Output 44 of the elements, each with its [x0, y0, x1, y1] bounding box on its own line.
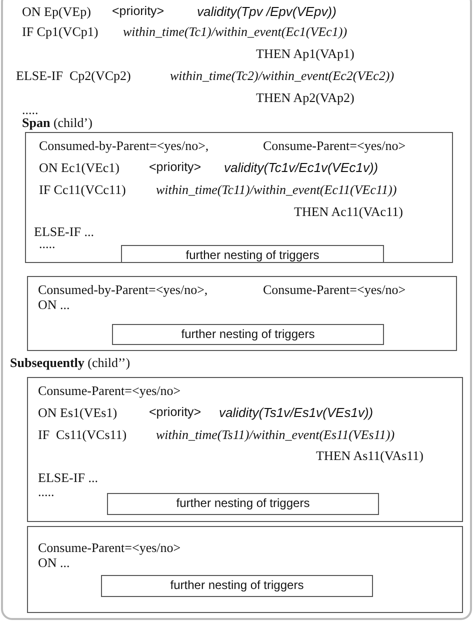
- code-text: ELSE-IF ...: [34, 224, 94, 239]
- code-text: within_time(Tc2)/within_event(Ec2(VEc2)): [170, 68, 394, 83]
- code-text: Consume-Parent=<yes/no>: [38, 383, 181, 398]
- code-text: THEN Ap1(VAp1): [256, 46, 354, 61]
- code-text: IF Cs11(VCs11): [38, 427, 127, 442]
- code-text: Consumed-by-Parent=<yes/no>,: [39, 138, 209, 153]
- code-text: <priority>: [149, 405, 202, 420]
- code-text: ON Es1(VEs1): [38, 405, 118, 420]
- section-heading: Subsequently (child’’): [10, 355, 130, 370]
- code-text: IF Cc11(VCc11): [39, 182, 126, 197]
- code-text: ON ...: [38, 555, 70, 570]
- nested-trigger-box: further nesting of triggers: [121, 245, 384, 263]
- trigger-box: [25, 132, 453, 263]
- code-text: THEN Ac11(VAc11): [294, 204, 403, 219]
- code-text: .....: [22, 102, 38, 117]
- nested-trigger-box: further nesting of triggers: [101, 575, 373, 597]
- code-text: within_time(Tc11)/within_event(Ec11(VEc11)): [156, 182, 397, 197]
- code-text: IF Cp1(VCp1): [22, 24, 98, 39]
- code-text: THEN Ap2(VAp2): [256, 90, 354, 105]
- code-text: Consumed-by-Parent=<yes/no>,: [38, 282, 208, 297]
- code-text: ON Ec1(VEc1): [39, 160, 120, 175]
- code-text: ON Ep(VEp): [22, 4, 91, 19]
- code-text: ON ...: [38, 297, 70, 312]
- code-text: <priority>: [112, 4, 164, 19]
- nested-trigger-box: further nesting of triggers: [112, 324, 384, 345]
- code-text: ELSE-IF ...: [38, 470, 98, 485]
- code-text: ELSE-IF Cp2(VCp2): [16, 68, 131, 83]
- trigger-box: [27, 526, 463, 613]
- code-text: THEN As11(VAs11): [316, 448, 424, 463]
- section-heading: Span (child’): [22, 115, 92, 130]
- nested-trigger-box: further nesting of triggers: [107, 493, 379, 515]
- code-text: Consume-Parent=<yes/no>: [263, 282, 406, 297]
- code-text: validity(Tpv /Epv(VEpv)): [197, 4, 336, 19]
- code-text: .....: [38, 484, 54, 499]
- code-text: <priority>: [149, 160, 202, 175]
- trigger-box: [27, 276, 457, 351]
- code-text: validity(Tc1v/Ec1v(VEc1v)): [224, 160, 378, 175]
- code-text: Consume-Parent=<yes/no>: [263, 138, 406, 153]
- code-text: within_time(Ts11)/within_event(Es11(VEs11)): [156, 427, 395, 442]
- code-text: validity(Ts1v/Es1v(VEs1v)): [219, 405, 374, 420]
- trigger-box: [27, 377, 463, 522]
- code-text: Consume-Parent=<yes/no>: [38, 540, 181, 555]
- code-text: .....: [39, 236, 56, 251]
- code-text: within_time(Tc1)/within_event(Ec1(VEc1)): [123, 24, 348, 39]
